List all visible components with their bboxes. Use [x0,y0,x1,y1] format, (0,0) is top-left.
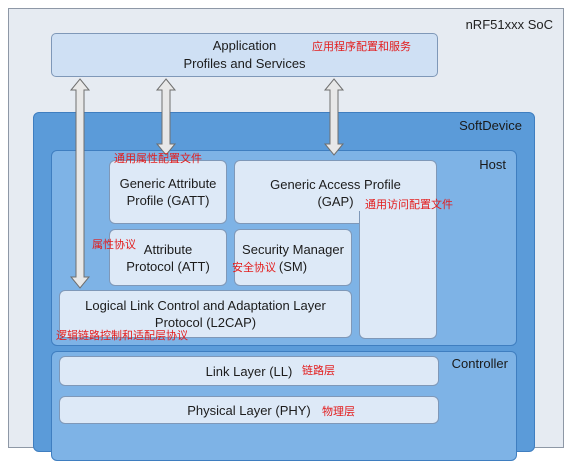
softdevice-label: SoftDevice [459,118,522,133]
softdevice-container: SoftDevice Host Generic Attribute Profil… [33,112,535,461]
host-container: Host Generic Attribute Profile (GATT) Ge… [51,150,517,346]
gap-line2: (GAP) [317,194,354,209]
host-label: Host [479,157,506,172]
physical-layer-label: Physical Layer (PHY) [187,402,311,418]
sm-line2: (SM) [278,258,308,274]
link-layer-label: Link Layer (LL) [205,363,293,379]
l2cap-annotation: 逻辑链路控制和适配层协议 [56,330,188,342]
l2cap-line1: Logical Link Control and Adaptation Laye… [85,298,326,313]
gatt-annotation: 通用属性配置文件 [114,153,202,165]
gap-annotation: 通用访问配置文件 [365,199,453,211]
arrow-app-to-l2cap [69,78,91,289]
controller-label: Controller [451,356,508,371]
l2cap-box: Logical Link Control and Adaptation Laye… [59,290,352,338]
gap-box-extension [359,211,437,339]
application-title: Application [212,38,277,53]
application-box: Application Profiles and Services [51,33,438,77]
arrow-app-to-gap [323,78,345,156]
connector-arrows [69,78,345,289]
l2cap-line2: Protocol (L2CAP) [154,315,257,330]
gatt-line2: Profile (GATT) [126,193,210,208]
sm-line1: Security Manager [242,241,344,257]
sm-annotation: 安全协议 [232,262,276,274]
link-layer-box: Link Layer (LL) [59,356,439,386]
att-line1: Attribute [143,241,193,257]
physical-layer-annotation: 物理层 [322,406,355,418]
soc-label: nRF51xxx SoC [465,17,553,32]
link-layer-annotation: 链路层 [302,365,335,377]
application-annotation: 应用程序配置和服务 [312,41,411,53]
application-subtitle: Profiles and Services [183,56,306,71]
physical-layer-box: Physical Layer (PHY) [59,396,439,424]
gatt-line1: Generic Attribute [119,176,217,191]
att-box: Attribute Protocol (ATT) [109,229,227,286]
att-annotation: 属性协议 [92,239,136,251]
gap-line1: Generic Access Profile [270,177,401,192]
sm-box: Security Manager (SM) [234,229,352,286]
gatt-box: Generic Attribute Profile (GATT) [109,160,227,224]
arrow-app-to-gatt [155,78,177,156]
att-line2: Protocol (ATT) [126,258,210,274]
